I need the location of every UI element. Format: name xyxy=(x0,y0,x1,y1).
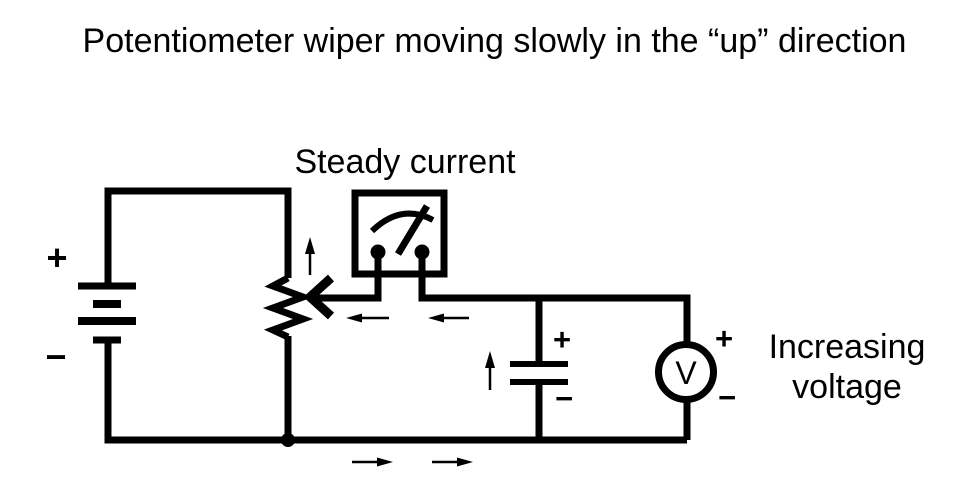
increasing-voltage-line1: Increasing xyxy=(769,328,926,366)
wiper-motion-arrow-up xyxy=(305,237,315,275)
ammeter-needle xyxy=(395,204,430,256)
ammeter-terminal-right xyxy=(414,244,430,260)
ammeter-body xyxy=(351,189,448,278)
current-arrow-right-2 xyxy=(432,457,473,467)
junction-dot xyxy=(281,433,295,447)
voltmeter-body xyxy=(655,341,717,403)
capacitor-plus-label: + xyxy=(553,322,571,357)
voltmeter: V xyxy=(655,341,717,403)
battery-minus-label: − xyxy=(45,336,66,377)
capacitor-minus-label: − xyxy=(555,381,573,416)
ammeter-scale-arc xyxy=(369,210,435,234)
voltmeter-letter: V xyxy=(675,355,697,391)
battery xyxy=(78,282,136,344)
voltmeter-minus-label: − xyxy=(718,380,736,415)
battery-plus-label: + xyxy=(46,237,67,278)
voltmeter-plus-label: + xyxy=(715,321,733,356)
capacitor-current-arrow-up xyxy=(485,351,495,390)
current-arrow-left-1 xyxy=(346,313,389,323)
increasing-voltage-line2: voltage xyxy=(792,368,902,406)
current-arrow-left-2 xyxy=(428,313,469,323)
ammeter xyxy=(351,189,448,278)
steady-current-label: Steady current xyxy=(294,143,516,181)
wire-left-loop xyxy=(104,187,292,286)
wire-ammeter-left-lead xyxy=(316,252,382,302)
potentiometer-wiper-arrowhead xyxy=(303,274,335,320)
capacitor xyxy=(510,361,568,385)
ammeter-terminal-left xyxy=(370,244,386,260)
wire-battery-bottom-and-bus xyxy=(104,340,687,444)
current-arrow-right-1 xyxy=(352,457,393,467)
potentiometer-zigzag xyxy=(262,274,314,341)
diagram-title: Potentiometer wiper moving slowly in the… xyxy=(82,22,907,60)
